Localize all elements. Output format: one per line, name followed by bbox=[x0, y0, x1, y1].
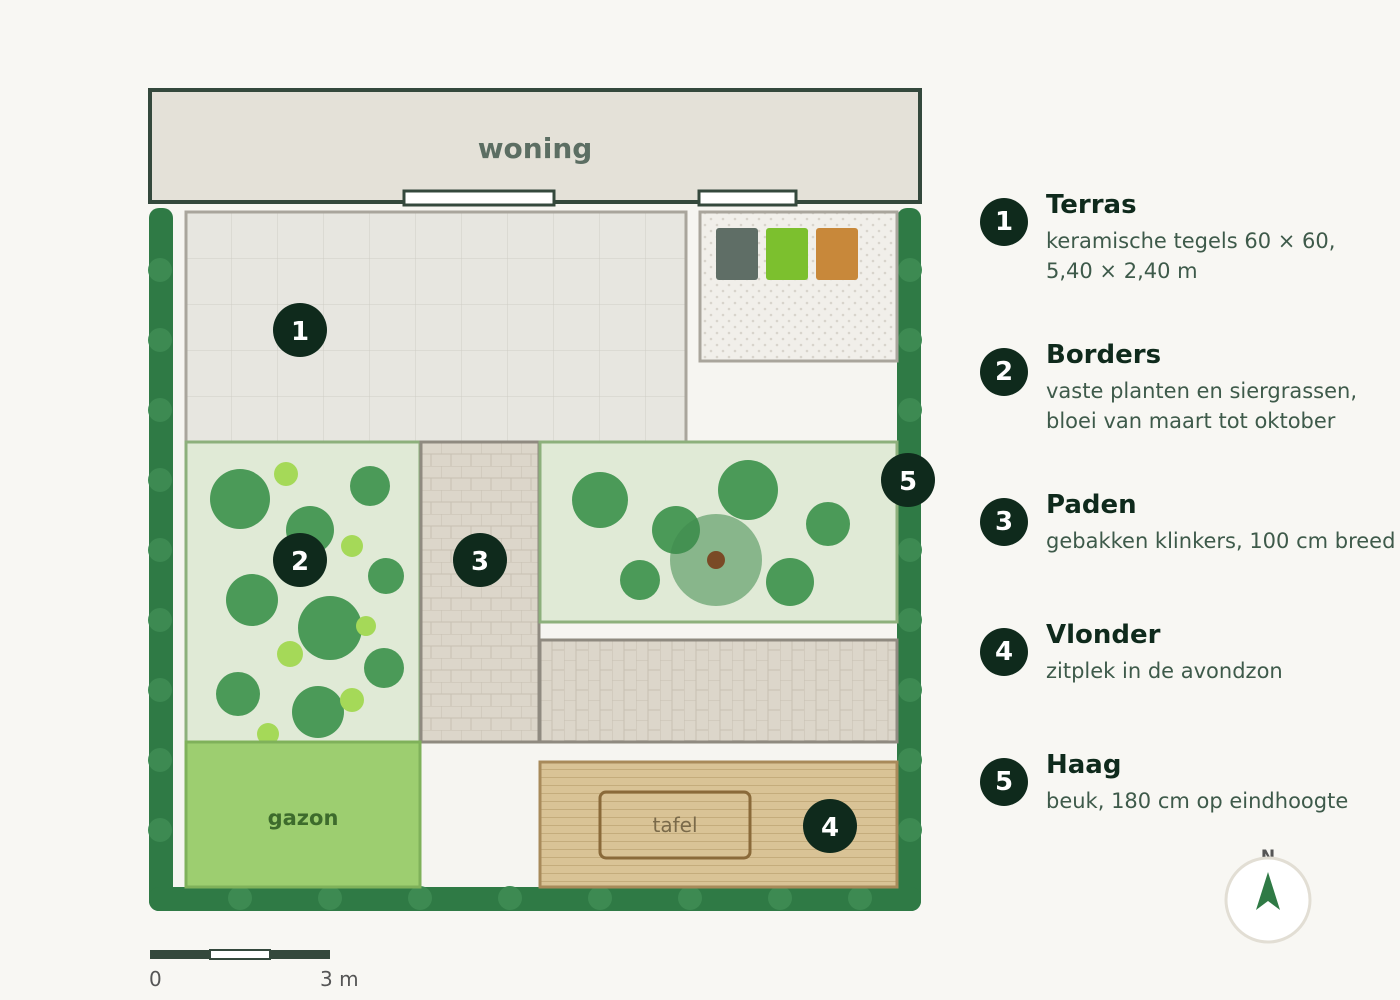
scale-start-label: 0 bbox=[149, 967, 162, 991]
legend-title: Terras bbox=[1046, 190, 1137, 220]
svg-text:3: 3 bbox=[471, 547, 489, 577]
compass: N bbox=[1224, 846, 1314, 946]
house bbox=[148, 88, 922, 204]
hedge-bottom bbox=[149, 886, 921, 911]
legend-title: Haag bbox=[1046, 750, 1122, 780]
path-horizontal bbox=[538, 638, 899, 744]
legend-title: Paden bbox=[1046, 490, 1137, 520]
legend-description: gebakken klinkers, 100 cm breed bbox=[1046, 529, 1396, 553]
legend-number: 3 bbox=[980, 498, 1028, 546]
marker-2: 2 bbox=[273, 533, 327, 587]
legend-number: 4 bbox=[980, 628, 1028, 676]
table bbox=[598, 790, 752, 860]
garden-plan: woning bbox=[148, 88, 935, 960]
legend-item-terras: 1 Terras keramische tegels 60 × 60, 5,40… bbox=[980, 190, 1400, 308]
border-left-plants bbox=[210, 462, 404, 745]
legend-number: 5 bbox=[980, 758, 1028, 806]
svg-text:1: 1 bbox=[291, 317, 309, 347]
legend-number: 2 bbox=[980, 348, 1028, 396]
legend-item-haag: 5 Haag beuk, 180 cm op eindhoogte bbox=[980, 750, 1400, 868]
hedge-left bbox=[148, 208, 173, 911]
legend-title: Vlonder bbox=[1046, 620, 1161, 650]
legend-description: keramische tegels 60 × 60, 5,40 × 2,40 m bbox=[1046, 229, 1336, 283]
lawn-label: gazon bbox=[268, 806, 339, 830]
bin-orange bbox=[816, 228, 858, 280]
legend-item-borders: 2 Borders vaste planten en siergrassen, … bbox=[980, 340, 1400, 458]
table-label: tafel bbox=[653, 813, 698, 837]
scale-bar bbox=[150, 949, 330, 960]
marker-3: 3 bbox=[453, 533, 507, 587]
bin-grey bbox=[716, 228, 758, 280]
svg-text:2: 2 bbox=[291, 547, 309, 577]
house-window bbox=[402, 189, 556, 207]
legend-description: beuk, 180 cm op eindhoogte bbox=[1046, 789, 1349, 813]
svg-text:5: 5 bbox=[899, 467, 917, 497]
legend-item-vlonder: 4 Vlonder zitplek in de avondzon bbox=[980, 620, 1400, 738]
marker-5: 5 bbox=[881, 453, 935, 507]
legend-description: zitplek in de avondzon bbox=[1046, 659, 1283, 683]
legend-item-paden: 3 Paden gebakken klinkers, 100 cm breed bbox=[980, 490, 1400, 608]
marker-4: 4 bbox=[803, 799, 857, 853]
marker-1: 1 bbox=[273, 303, 327, 357]
north-arrow-icon bbox=[1256, 872, 1280, 910]
scale-end-label: 3 m bbox=[320, 967, 359, 991]
tree bbox=[670, 514, 762, 606]
legend-number: 1 bbox=[980, 198, 1028, 246]
terrace bbox=[184, 210, 688, 444]
house-label: woning bbox=[478, 132, 593, 165]
bin-green bbox=[766, 228, 808, 280]
lawn bbox=[184, 740, 422, 889]
legend-title: Borders bbox=[1046, 340, 1162, 370]
hedge-right bbox=[897, 208, 922, 911]
legend-description: vaste planten en siergrassen, bloei van … bbox=[1046, 379, 1358, 433]
house-window bbox=[697, 189, 798, 207]
svg-text:4: 4 bbox=[821, 813, 839, 843]
path-vertical bbox=[419, 440, 541, 744]
